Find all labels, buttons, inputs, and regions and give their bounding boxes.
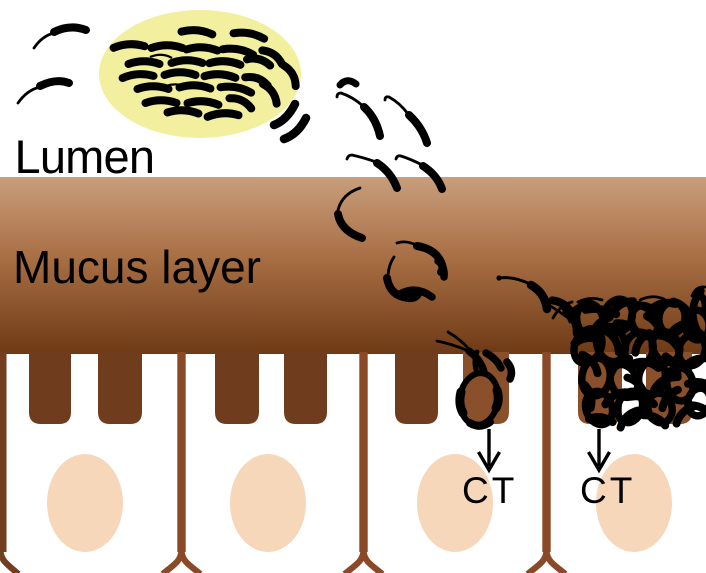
svg-text:Mucus layer: Mucus layer [13,241,261,293]
svg-text:CT: CT [580,470,635,511]
svg-text:CT: CT [462,470,517,511]
svg-text:Lumen: Lumen [15,130,155,183]
